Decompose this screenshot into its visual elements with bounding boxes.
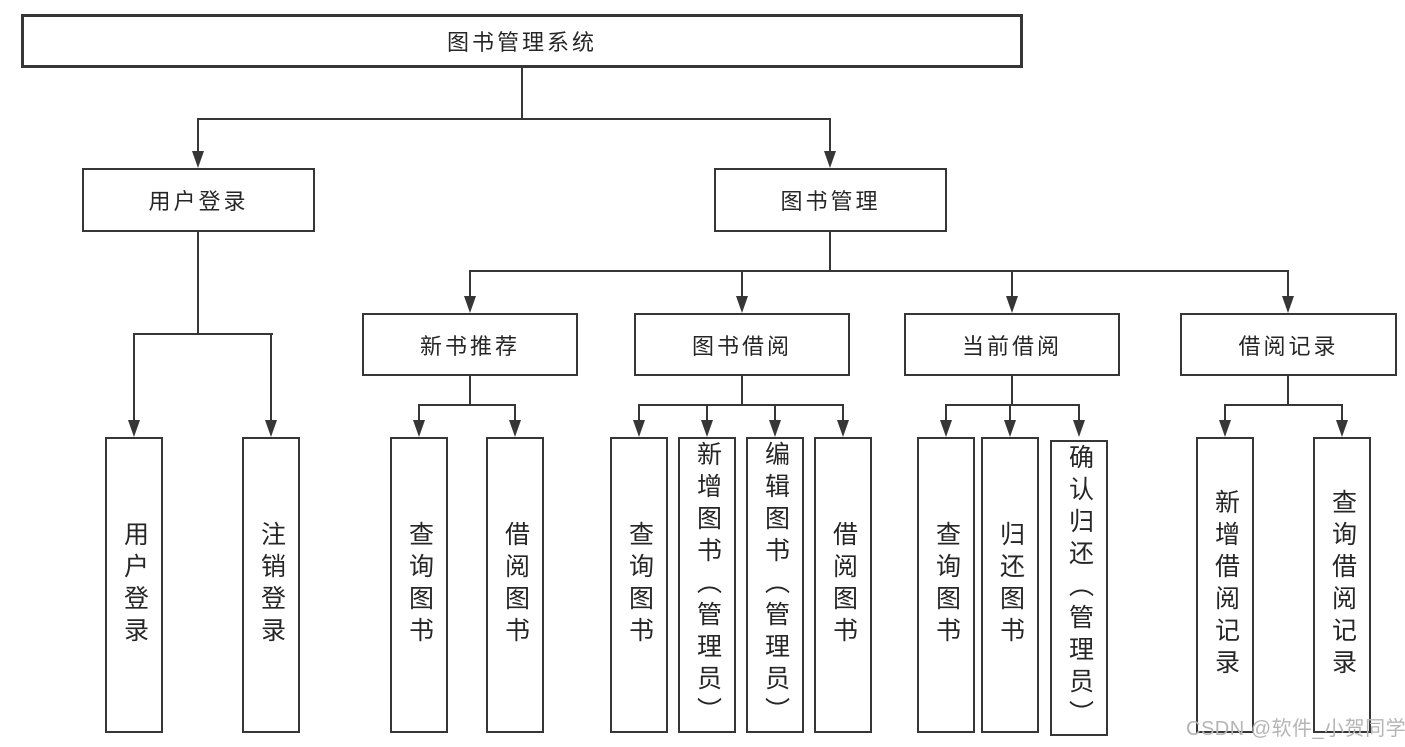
arrow-to-book-borrow bbox=[736, 296, 748, 313]
node-new-rec: 新书推荐 bbox=[362, 313, 578, 376]
leaf-bb-add: 新增图书（管理员） bbox=[678, 437, 736, 733]
leaf-cb-return: 归还图书 bbox=[981, 437, 1039, 733]
edge-rec-drop-1 bbox=[418, 404, 420, 421]
edge-cb-stem bbox=[1011, 376, 1013, 406]
leaf-cb-query: 查询图书 bbox=[917, 437, 975, 733]
arrow-to-bb-add bbox=[701, 420, 713, 437]
edge-bb-drop-4 bbox=[842, 404, 844, 421]
edge-bb-drop-3 bbox=[774, 404, 776, 421]
edge-root-drop-login bbox=[197, 118, 199, 152]
node-user-login: 用户登录 bbox=[82, 168, 315, 232]
edge-rec-rail bbox=[418, 404, 516, 406]
edge-br-stem bbox=[1287, 376, 1289, 406]
edge-mgmt-drop-current bbox=[1011, 270, 1013, 297]
node-book-mgmt: 图书管理 bbox=[714, 168, 947, 232]
edge-mgmt-drop-rec bbox=[469, 270, 471, 297]
edge-login-rail bbox=[133, 333, 273, 335]
edge-bb-stem bbox=[741, 376, 743, 406]
edge-bb-drop-2 bbox=[706, 404, 708, 421]
csdn-watermark: CSDN @软件_小贺同学 bbox=[1186, 718, 1405, 740]
leaf-bb-query: 查询图书 bbox=[610, 437, 668, 733]
arrow-to-user-login bbox=[192, 151, 204, 168]
edge-mgmt-rail bbox=[469, 270, 1289, 272]
edge-rec-stem bbox=[469, 376, 471, 406]
arrow-to-cb-return bbox=[1004, 420, 1016, 437]
edge-root-stem bbox=[521, 68, 523, 120]
arrow-to-leaf-user-login bbox=[128, 420, 140, 437]
node-book-borrow: 图书借阅 bbox=[634, 313, 850, 376]
arrow-to-rec-query bbox=[413, 420, 425, 437]
arrow-to-br-add bbox=[1219, 420, 1231, 437]
node-borrow-rec: 借阅记录 bbox=[1180, 313, 1397, 376]
arrow-to-borrow-rec bbox=[1282, 296, 1294, 313]
leaf-bb-edit: 编辑图书（管理员） bbox=[746, 437, 804, 733]
edge-br-rail bbox=[1224, 404, 1343, 406]
leaf-rec-borrow: 借阅图书 bbox=[486, 437, 544, 733]
edge-mgmt-stem bbox=[829, 232, 831, 272]
leaf-user-login: 用户登录 bbox=[105, 437, 163, 733]
arrow-to-rec-borrow bbox=[509, 420, 521, 437]
arrow-to-leaf-logout bbox=[265, 420, 277, 437]
edge-rec-drop-2 bbox=[514, 404, 516, 421]
arrow-to-cb-query bbox=[940, 420, 952, 437]
leaf-br-add: 新增借阅记录 bbox=[1196, 437, 1254, 733]
node-cur-borrow: 当前借阅 bbox=[904, 313, 1120, 376]
edge-mgmt-drop-borrow bbox=[741, 270, 743, 297]
leaf-bb-borrow: 借阅图书 bbox=[814, 437, 872, 733]
edge-br-drop-2 bbox=[1341, 404, 1343, 421]
edge-cb-drop-2 bbox=[1009, 404, 1011, 421]
arrow-to-cb-confirm bbox=[1073, 420, 1085, 437]
edge-root-rail bbox=[197, 118, 831, 120]
edge-bb-drop-1 bbox=[638, 404, 640, 421]
edge-login-drop-2 bbox=[270, 333, 272, 421]
arrow-to-br-query bbox=[1336, 420, 1348, 437]
edge-mgmt-drop-records bbox=[1287, 270, 1289, 297]
leaf-rec-query: 查询图书 bbox=[390, 437, 448, 733]
edge-cb-drop-1 bbox=[945, 404, 947, 421]
edge-login-stem bbox=[197, 232, 199, 335]
edge-login-drop-1 bbox=[133, 333, 135, 421]
arrow-to-new-rec bbox=[464, 296, 476, 313]
arrow-to-bb-query bbox=[633, 420, 645, 437]
arrow-to-book-mgmt bbox=[824, 151, 836, 168]
arrow-to-cur-borrow bbox=[1006, 296, 1018, 313]
leaf-br-query: 查询借阅记录 bbox=[1313, 437, 1371, 733]
edge-cb-rail bbox=[945, 404, 1080, 406]
leaf-cb-confirm: 确认归还（管理员） bbox=[1050, 440, 1108, 736]
edge-root-drop-mgmt bbox=[829, 118, 831, 152]
leaf-logout: 注销登录 bbox=[242, 437, 300, 733]
arrow-to-bb-borrow bbox=[837, 420, 849, 437]
arrow-to-bb-edit bbox=[769, 420, 781, 437]
node-root: 图书管理系统 bbox=[21, 14, 1023, 68]
edge-cb-drop-3 bbox=[1078, 404, 1080, 421]
edge-bb-rail bbox=[638, 404, 844, 406]
edge-br-drop-1 bbox=[1224, 404, 1226, 421]
